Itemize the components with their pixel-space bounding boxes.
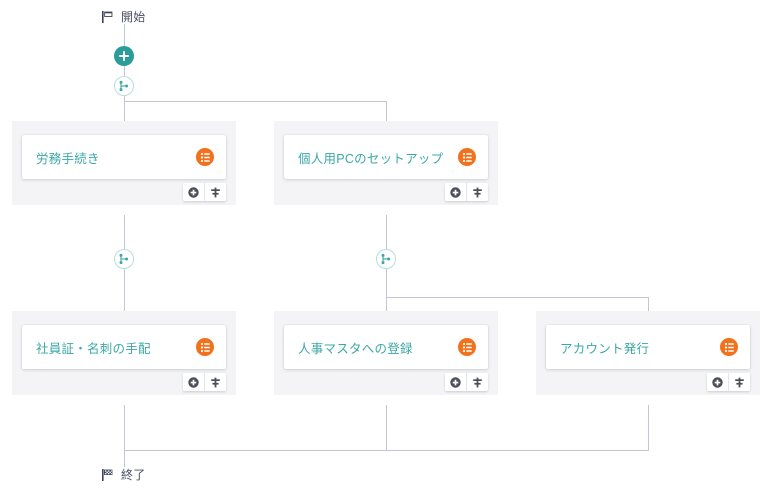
- node-title: 社員証・名刺の手配: [36, 341, 151, 356]
- split-parallel-button[interactable]: [466, 183, 488, 201]
- task-list-icon: [196, 338, 214, 356]
- node-shainshou-meishi[interactable]: 社員証・名刺の手配: [12, 311, 236, 395]
- add-step-button[interactable]: [114, 46, 134, 66]
- connector-split-to-node2: [386, 101, 387, 121]
- plus-circle-icon: [712, 376, 723, 388]
- node-title: 人事マスタへの登録: [298, 341, 413, 356]
- add-task-button[interactable]: [445, 373, 466, 391]
- split-parallel-button[interactable]: [204, 373, 226, 391]
- split-parallel-button[interactable]: [728, 373, 750, 391]
- end-label: 終了: [121, 468, 146, 482]
- parallel-split-icon: [473, 187, 482, 197]
- connector-node4-to-merge: [386, 405, 387, 451]
- branch-split-icon: [119, 253, 129, 265]
- branch-marker-middle[interactable]: [376, 249, 396, 269]
- node-card[interactable]: 労務手続き: [22, 135, 226, 179]
- start-label: 開始: [121, 10, 146, 24]
- add-task-button[interactable]: [183, 373, 204, 391]
- start-terminal: 開始: [101, 8, 145, 25]
- node-actions: [183, 183, 226, 201]
- connector-branch-to-split: [124, 96, 125, 102]
- node-actions: [445, 183, 488, 201]
- node-title: アカウント発行: [560, 341, 650, 356]
- node-account-hakkou[interactable]: アカウント発行: [536, 311, 760, 395]
- branch-split-icon: [381, 253, 391, 265]
- node-actions: [707, 373, 750, 391]
- plus-circle-icon: [450, 376, 461, 388]
- connector-merge-bar: [124, 450, 649, 451]
- connector-branch-left-to-node3: [124, 269, 125, 311]
- node-card[interactable]: 個人用PCのセットアップ: [284, 135, 488, 179]
- branch-split-icon: [119, 80, 129, 92]
- split-parallel-button[interactable]: [466, 373, 488, 391]
- task-list-icon: [196, 148, 214, 166]
- end-terminal: 終了: [101, 466, 145, 483]
- plus-icon-vertical: [122, 51, 126, 61]
- connector-node2-down: [386, 215, 387, 249]
- task-list-icon: [720, 338, 738, 356]
- connector-node3-to-merge: [124, 405, 125, 451]
- connector-node5-to-merge: [648, 405, 649, 451]
- add-task-button[interactable]: [183, 183, 204, 201]
- connector-split-row1: [124, 101, 387, 102]
- add-task-button[interactable]: [707, 373, 728, 391]
- connector-split-row2: [386, 297, 649, 298]
- node-card[interactable]: 社員証・名刺の手配: [22, 325, 226, 369]
- node-roumu-tetsuzuki[interactable]: 労務手続き: [12, 121, 236, 205]
- parallel-split-icon: [735, 377, 744, 387]
- task-list-icon: [458, 338, 476, 356]
- add-task-button[interactable]: [445, 183, 466, 201]
- parallel-split-icon: [211, 187, 220, 197]
- connector-start-to-add: [124, 24, 125, 47]
- branch-marker-top[interactable]: [114, 76, 134, 96]
- connector-split-to-node4: [386, 297, 387, 311]
- node-actions: [183, 373, 226, 391]
- parallel-split-icon: [473, 377, 482, 387]
- plus-circle-icon: [188, 376, 199, 388]
- node-jinji-master-touroku[interactable]: 人事マスタへの登録: [274, 311, 498, 395]
- branch-marker-left[interactable]: [114, 249, 134, 269]
- connector-merge-to-end: [124, 450, 125, 467]
- node-title: 労務手続き: [36, 151, 100, 166]
- connector-node1-down: [124, 215, 125, 249]
- connector-add-to-branch: [124, 66, 125, 76]
- parallel-split-icon: [211, 377, 220, 387]
- node-kojinyou-pc-setup[interactable]: 個人用PCのセットアップ: [274, 121, 498, 205]
- plus-circle-icon: [188, 186, 199, 198]
- connector-split-to-node1: [124, 101, 125, 121]
- node-title: 個人用PCのセットアップ: [298, 151, 444, 166]
- connector-branch-mid-down: [386, 269, 387, 298]
- node-card[interactable]: 人事マスタへの登録: [284, 325, 488, 369]
- task-list-icon: [458, 148, 476, 166]
- finish-flag-icon: [102, 468, 113, 481]
- plus-circle-icon: [450, 186, 461, 198]
- connector-split-to-node5: [648, 297, 649, 311]
- node-actions: [445, 373, 488, 391]
- start-flag-icon: [102, 10, 113, 23]
- split-parallel-button[interactable]: [204, 183, 226, 201]
- node-card[interactable]: アカウント発行: [546, 325, 750, 369]
